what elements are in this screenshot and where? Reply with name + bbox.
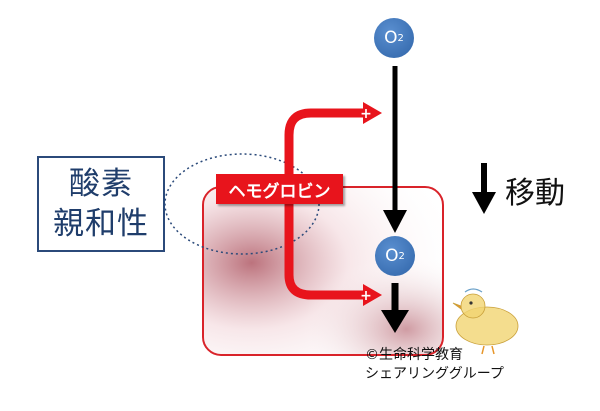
- upper-red-arrowhead: [363, 102, 382, 124]
- legend-arrowhead: [472, 192, 496, 214]
- copyright-credit: ©生命科学教育 シェアリンググループ: [365, 346, 504, 384]
- lower-red-arrowhead: [363, 284, 382, 306]
- oxygen-symbol: O: [385, 246, 399, 266]
- lower-plus-sign: +: [360, 288, 372, 304]
- upper-plus-sign: +: [360, 106, 372, 122]
- affinity-label-line2: 親和性: [53, 206, 149, 242]
- oxygen-subscript: 2: [398, 250, 405, 262]
- oxygen-transfer-arrowhead: [383, 210, 407, 233]
- affinity-link-ellipse: [164, 153, 320, 255]
- oxygen-subscript: 2: [397, 32, 404, 44]
- oxygen-affinity-box: 酸素 親和性: [37, 156, 165, 252]
- credit-line2: シェアリンググループ: [365, 366, 504, 382]
- credit-line1: ©生命科学教育: [365, 347, 463, 363]
- oxygen-symbol: O: [384, 28, 398, 48]
- oxygen-release-arrowhead: [381, 310, 409, 333]
- move-legend-label: 移動: [505, 176, 565, 211]
- hemoglobin-label: ヘモグロビン: [216, 174, 343, 204]
- affinity-label-line1: 酸素: [69, 166, 133, 202]
- chick-mascot: [452, 288, 519, 355]
- hemoglobin-pathway: [284, 108, 365, 300]
